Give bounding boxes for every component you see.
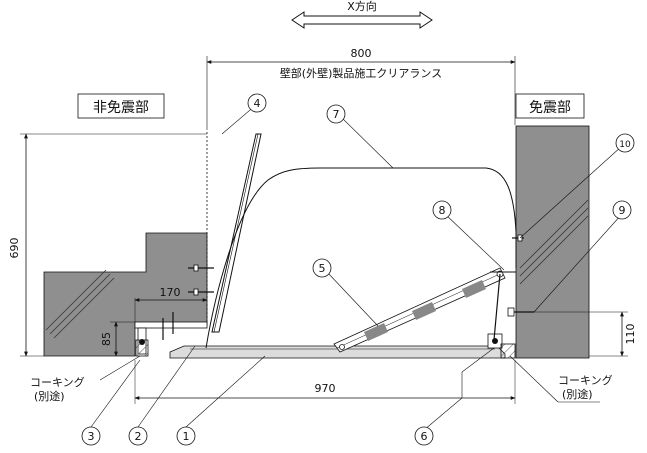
callout-8: 8 bbox=[432, 200, 452, 220]
zone-label-right: 免震部 bbox=[515, 93, 585, 119]
callout-10: 10 bbox=[615, 133, 635, 153]
callout-9-text: 9 bbox=[619, 204, 626, 217]
dim-top-width: 800 bbox=[351, 47, 372, 60]
slide-arm bbox=[333, 267, 506, 353]
dim-bottom-width: 970 bbox=[315, 382, 336, 395]
callout-2: 2 bbox=[128, 426, 148, 446]
callout-7: 7 bbox=[326, 104, 346, 124]
dim-step-width: 170 bbox=[160, 286, 181, 299]
dimension-970: 970 bbox=[134, 360, 516, 404]
left-floor-frame bbox=[134, 312, 208, 357]
flexible-cover-sheet bbox=[205, 167, 517, 349]
dimension-170: 170 bbox=[134, 286, 208, 325]
callout-5-text: 5 bbox=[319, 262, 326, 275]
caulking-left-line1: コーキング bbox=[30, 375, 85, 389]
callout-7-text: 7 bbox=[333, 108, 340, 121]
callout-leaders bbox=[90, 103, 623, 431]
zone-label-left: 非免震部 bbox=[77, 93, 165, 119]
right-concrete-structure bbox=[515, 125, 590, 359]
callout-6: 6 bbox=[414, 426, 434, 446]
caulking-label-left: コーキング (別途) bbox=[30, 355, 141, 403]
caulking-right-line1: コーキング bbox=[558, 373, 613, 387]
callout-1: 1 bbox=[176, 426, 196, 446]
anchor-bolt-9 bbox=[507, 307, 534, 317]
callout-4-text: 4 bbox=[254, 97, 261, 110]
dim-left-height: 690 bbox=[8, 238, 21, 259]
callout-5: 5 bbox=[312, 258, 332, 278]
callout-4: 4 bbox=[247, 93, 267, 113]
dim-floor-height: 85 bbox=[100, 332, 113, 346]
link-arm-right bbox=[490, 271, 516, 341]
callout-10-text: 10 bbox=[619, 140, 631, 150]
callout-2-text: 2 bbox=[135, 430, 142, 443]
callout-8-text: 8 bbox=[439, 204, 446, 217]
dimension-690: 690 bbox=[8, 133, 207, 357]
callout-3: 3 bbox=[81, 426, 101, 446]
dimension-110: 110 bbox=[534, 311, 637, 357]
anchor-bolts-left bbox=[188, 264, 214, 296]
callout-6-text: 6 bbox=[421, 430, 428, 443]
caulking-left-line2: (別途) bbox=[34, 389, 65, 403]
zone-left-text: 非免震部 bbox=[93, 100, 149, 116]
left-concrete-structure bbox=[43, 232, 208, 357]
caulking-label-right: コーキング (別途) bbox=[509, 355, 613, 403]
callout-1-text: 1 bbox=[183, 430, 190, 443]
dim-top-caption: 壁部(外壁)製品施工クリアランス bbox=[280, 66, 442, 80]
callout-9: 9 bbox=[612, 200, 632, 220]
zone-right-text: 免震部 bbox=[529, 100, 571, 116]
dimension-800: 800 壁部(外壁)製品施工クリアランス bbox=[206, 47, 516, 130]
x-direction-arrow: X方向 bbox=[291, 0, 433, 29]
callout-3-text: 3 bbox=[88, 430, 95, 443]
dimension-85: 85 bbox=[100, 321, 135, 357]
dim-right-height: 110 bbox=[624, 324, 637, 345]
direction-label: X方向 bbox=[347, 0, 377, 13]
caulking-right-line2: (別途) bbox=[562, 387, 593, 401]
